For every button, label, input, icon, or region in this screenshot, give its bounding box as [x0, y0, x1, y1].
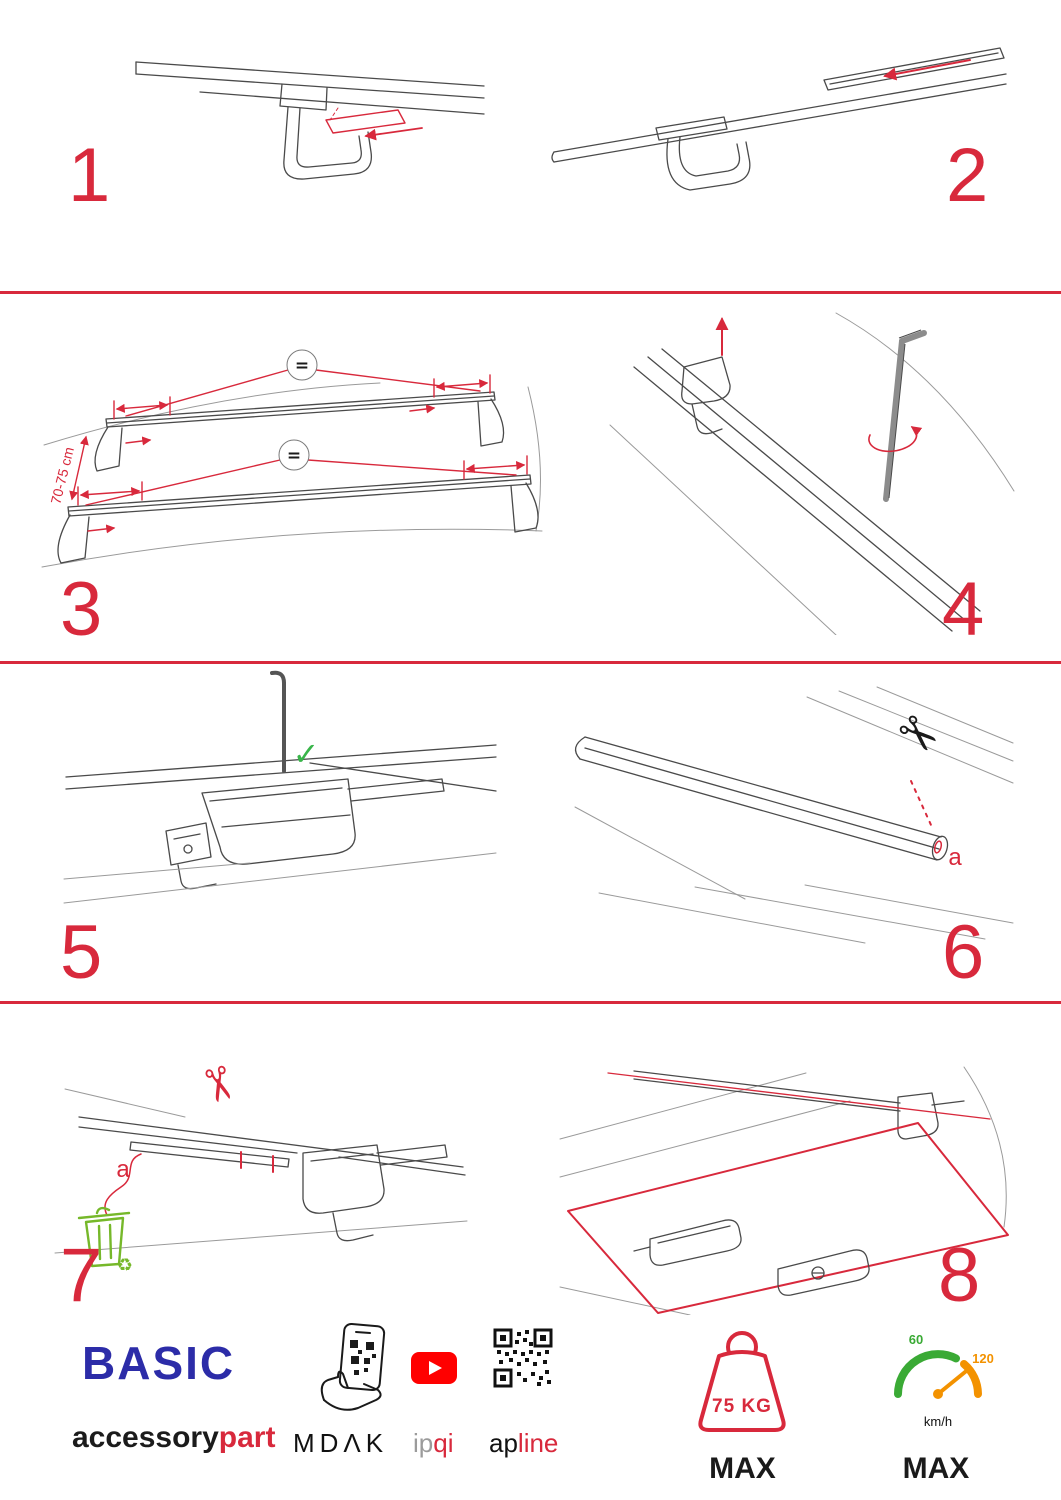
partner-apline: apline: [489, 1428, 558, 1459]
scissors-icon: ✂: [884, 701, 951, 770]
step-1-panel: [130, 28, 490, 268]
hand-icon: [320, 1370, 382, 1411]
brand-accessory-text: accessory: [72, 1421, 219, 1454]
step-6-illustration: ✂ a: [574, 686, 1014, 944]
apline-qr: [493, 1328, 553, 1393]
mdak-logo: [314, 1322, 394, 1419]
step-7-panel: ✂ a ♻: [35, 1025, 475, 1290]
brand-accessorypart: accessorypart: [72, 1421, 275, 1455]
ipqi-red-text: qi: [433, 1428, 454, 1458]
weight-icon: 75 KG: [698, 1331, 786, 1432]
step-2-panel: [540, 20, 1020, 235]
qr-code-icon: [493, 1328, 553, 1388]
separator-1: [0, 291, 1061, 294]
step-3-number: 3: [60, 567, 103, 652]
recycle-icon: ♻: [117, 1255, 133, 1276]
step-8-illustration: [559, 1066, 1009, 1316]
speed-max-label: MAX: [902, 1452, 970, 1485]
partner-ipqi: ipqi: [413, 1428, 454, 1459]
weight-max-label: MAX: [709, 1452, 776, 1485]
step-8-number: 8: [938, 1233, 981, 1318]
weight-value: 75 KG: [712, 1396, 772, 1417]
step-3-illustration: = = 70-75 cm: [41, 349, 543, 568]
step-7-number: 7: [60, 1233, 103, 1318]
step-8-panel: [550, 1015, 1020, 1320]
partner-mdak: MDΛK: [293, 1428, 389, 1458]
youtube-icon: [411, 1352, 457, 1384]
trash-bin-icon: [77, 1206, 131, 1268]
ipqi-gray-text: ip: [413, 1428, 434, 1458]
youtube-logo: [411, 1352, 457, 1389]
speed-high-label: 120: [972, 1351, 994, 1366]
allen-key: [883, 330, 927, 502]
label-a: a: [948, 844, 962, 871]
speed-low-label: 60: [909, 1332, 923, 1347]
label-a: a: [116, 1156, 130, 1183]
step-2-illustration: [551, 47, 1007, 191]
step-5-number: 5: [60, 910, 103, 995]
step-5-illustration: ✓: [63, 670, 497, 904]
step-7-illustration: ✂ a ♻: [54, 1059, 468, 1276]
apline-black-text: ap: [489, 1428, 518, 1458]
weight-limit: 75 KG: [690, 1326, 795, 1449]
speedometer-icon: 60 120 km/h: [894, 1332, 994, 1429]
brand-basic: BASIC: [82, 1337, 236, 1389]
step-4-illustration: [609, 312, 1015, 636]
step-6-panel: ✂ a: [555, 685, 1015, 960]
step-3-panel: = = 70-75 cm: [30, 315, 550, 605]
equal-symbol-2: =: [287, 446, 301, 466]
scissors-icon-red: ✂: [187, 1059, 250, 1111]
step-4-panel: [600, 305, 1020, 640]
step-1-illustration: [135, 61, 485, 180]
apline-red-text: line: [517, 1428, 559, 1458]
locking-pin: [270, 670, 286, 773]
phone-qr-icon: [320, 1322, 386, 1411]
step-4-number: 4: [942, 567, 985, 652]
speed-limit: 60 120 km/h: [876, 1330, 996, 1437]
separator-2: [0, 661, 1061, 664]
equal-symbol-1: =: [295, 356, 309, 376]
step-2-number: 2: [946, 133, 989, 218]
separator-3: [0, 1001, 1061, 1004]
step-5-panel: ✓: [50, 665, 510, 955]
check-icon: ✓: [293, 735, 320, 773]
speed-unit-label: km/h: [924, 1414, 952, 1429]
brand-part-text: part: [218, 1421, 276, 1454]
step-1-number: 1: [68, 133, 111, 218]
step-6-number: 6: [942, 910, 985, 995]
